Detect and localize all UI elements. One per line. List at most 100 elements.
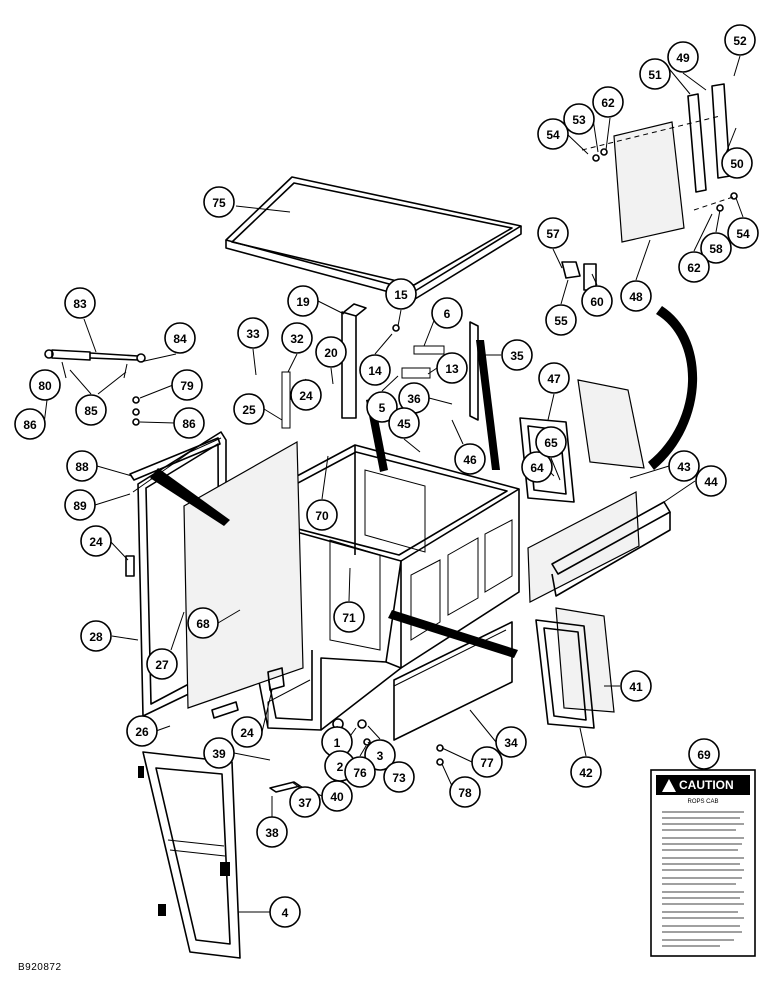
callout-number: 58 [709, 242, 723, 256]
callout-77: 77 [471, 746, 503, 778]
callout-32: 32 [281, 322, 313, 354]
callout-number: 44 [704, 475, 718, 489]
callout-number: 20 [324, 346, 338, 360]
callout-48: 48 [620, 280, 652, 312]
callout-49: 49 [667, 41, 699, 73]
callout-45: 45 [388, 407, 420, 439]
callout-circle [537, 118, 569, 150]
callout-circle [126, 715, 158, 747]
callout-number: 14 [368, 364, 382, 378]
callout-circle [668, 450, 700, 482]
callout-circle [436, 352, 468, 384]
callout-circle [281, 322, 313, 354]
callout-number: 86 [182, 417, 196, 431]
callout-circle [537, 217, 569, 249]
callout-number: 68 [196, 617, 210, 631]
callout-labels: 1234561314151920242424252627283233343536… [14, 24, 759, 928]
callout-number: 43 [677, 460, 691, 474]
callout-number: 50 [730, 157, 744, 171]
callout-circle [385, 278, 417, 310]
callout-62: 62 [592, 86, 624, 118]
callout-54: 54 [537, 118, 569, 150]
callout-26: 26 [126, 715, 158, 747]
callout-83: 83 [64, 287, 96, 319]
callout-69: 69 [688, 738, 720, 770]
callout-60: 60 [581, 285, 613, 317]
callout-number: 73 [392, 771, 406, 785]
callout-circle [64, 287, 96, 319]
callout-5: 5 [366, 391, 398, 423]
callout-number: 84 [173, 332, 187, 346]
callout-47: 47 [538, 362, 570, 394]
callout-number: 80 [38, 379, 52, 393]
callout-circle [256, 816, 288, 848]
side-window-assembly [527, 491, 671, 603]
callout-38: 38 [256, 816, 288, 848]
callout-circle [383, 761, 415, 793]
callout-circle [563, 103, 595, 135]
callout-circle [237, 317, 269, 349]
callout-41: 41 [620, 670, 652, 702]
callout-57: 57 [537, 217, 569, 249]
callout-number: 88 [75, 460, 89, 474]
callout-circle [146, 648, 178, 680]
callout-number: 55 [554, 314, 568, 328]
callout-33: 33 [237, 317, 269, 349]
callout-75: 75 [203, 186, 235, 218]
callout-number: 28 [89, 630, 103, 644]
callout-number: 13 [445, 362, 459, 376]
callout-circle [75, 394, 107, 426]
callout-circle [64, 489, 96, 521]
callout-circle [203, 737, 235, 769]
callout-circle [66, 450, 98, 482]
callout-number: 40 [330, 790, 344, 804]
callout-circle [471, 746, 503, 778]
caution-decal: CAUTION ROPS CAB [650, 769, 756, 957]
callout-number: 85 [84, 404, 98, 418]
callout-number: 35 [510, 349, 524, 363]
callout-circle [80, 620, 112, 652]
callout-6: 6 [431, 297, 463, 329]
callout-number: 53 [572, 113, 586, 127]
callout-circle [233, 393, 265, 425]
callout-number: 86 [23, 418, 37, 432]
callout-number: 6 [444, 307, 451, 321]
callout-number: 76 [353, 766, 367, 780]
callout-84: 84 [164, 322, 196, 354]
callout-circle [306, 499, 338, 531]
callout-number: 25 [242, 403, 256, 417]
callout-58: 58 [700, 232, 732, 264]
callout-78: 78 [449, 776, 481, 808]
callout-circle [289, 786, 321, 818]
callout-circle [344, 756, 376, 788]
callout-circle [366, 391, 398, 423]
callout-circle [231, 716, 263, 748]
callout-number: 3 [377, 749, 384, 763]
callout-circle [721, 147, 753, 179]
callout-circle [14, 408, 46, 440]
callout-52: 52 [724, 24, 756, 56]
callout-13: 13 [436, 352, 468, 384]
callout-65: 65 [535, 426, 567, 458]
callout-circle [333, 601, 365, 633]
callout-number: 2 [337, 760, 344, 774]
callout-circle [700, 232, 732, 264]
callout-73: 73 [383, 761, 415, 793]
callout-circle [187, 607, 219, 639]
callout-circle [449, 776, 481, 808]
callout-53: 53 [563, 103, 595, 135]
callout-circle [535, 426, 567, 458]
callout-circle [538, 362, 570, 394]
decal-subheading: ROPS CAB [687, 799, 718, 805]
callout-85: 85 [75, 394, 107, 426]
callout-37: 37 [289, 786, 321, 818]
callout-circle [727, 217, 759, 249]
callout-14: 14 [359, 354, 391, 386]
callout-number: 24 [89, 535, 103, 549]
callout-number: 57 [546, 227, 560, 241]
callout-40: 40 [321, 780, 353, 812]
callout-number: 27 [155, 658, 169, 672]
callout-86: 86 [14, 408, 46, 440]
callout-28: 28 [80, 620, 112, 652]
